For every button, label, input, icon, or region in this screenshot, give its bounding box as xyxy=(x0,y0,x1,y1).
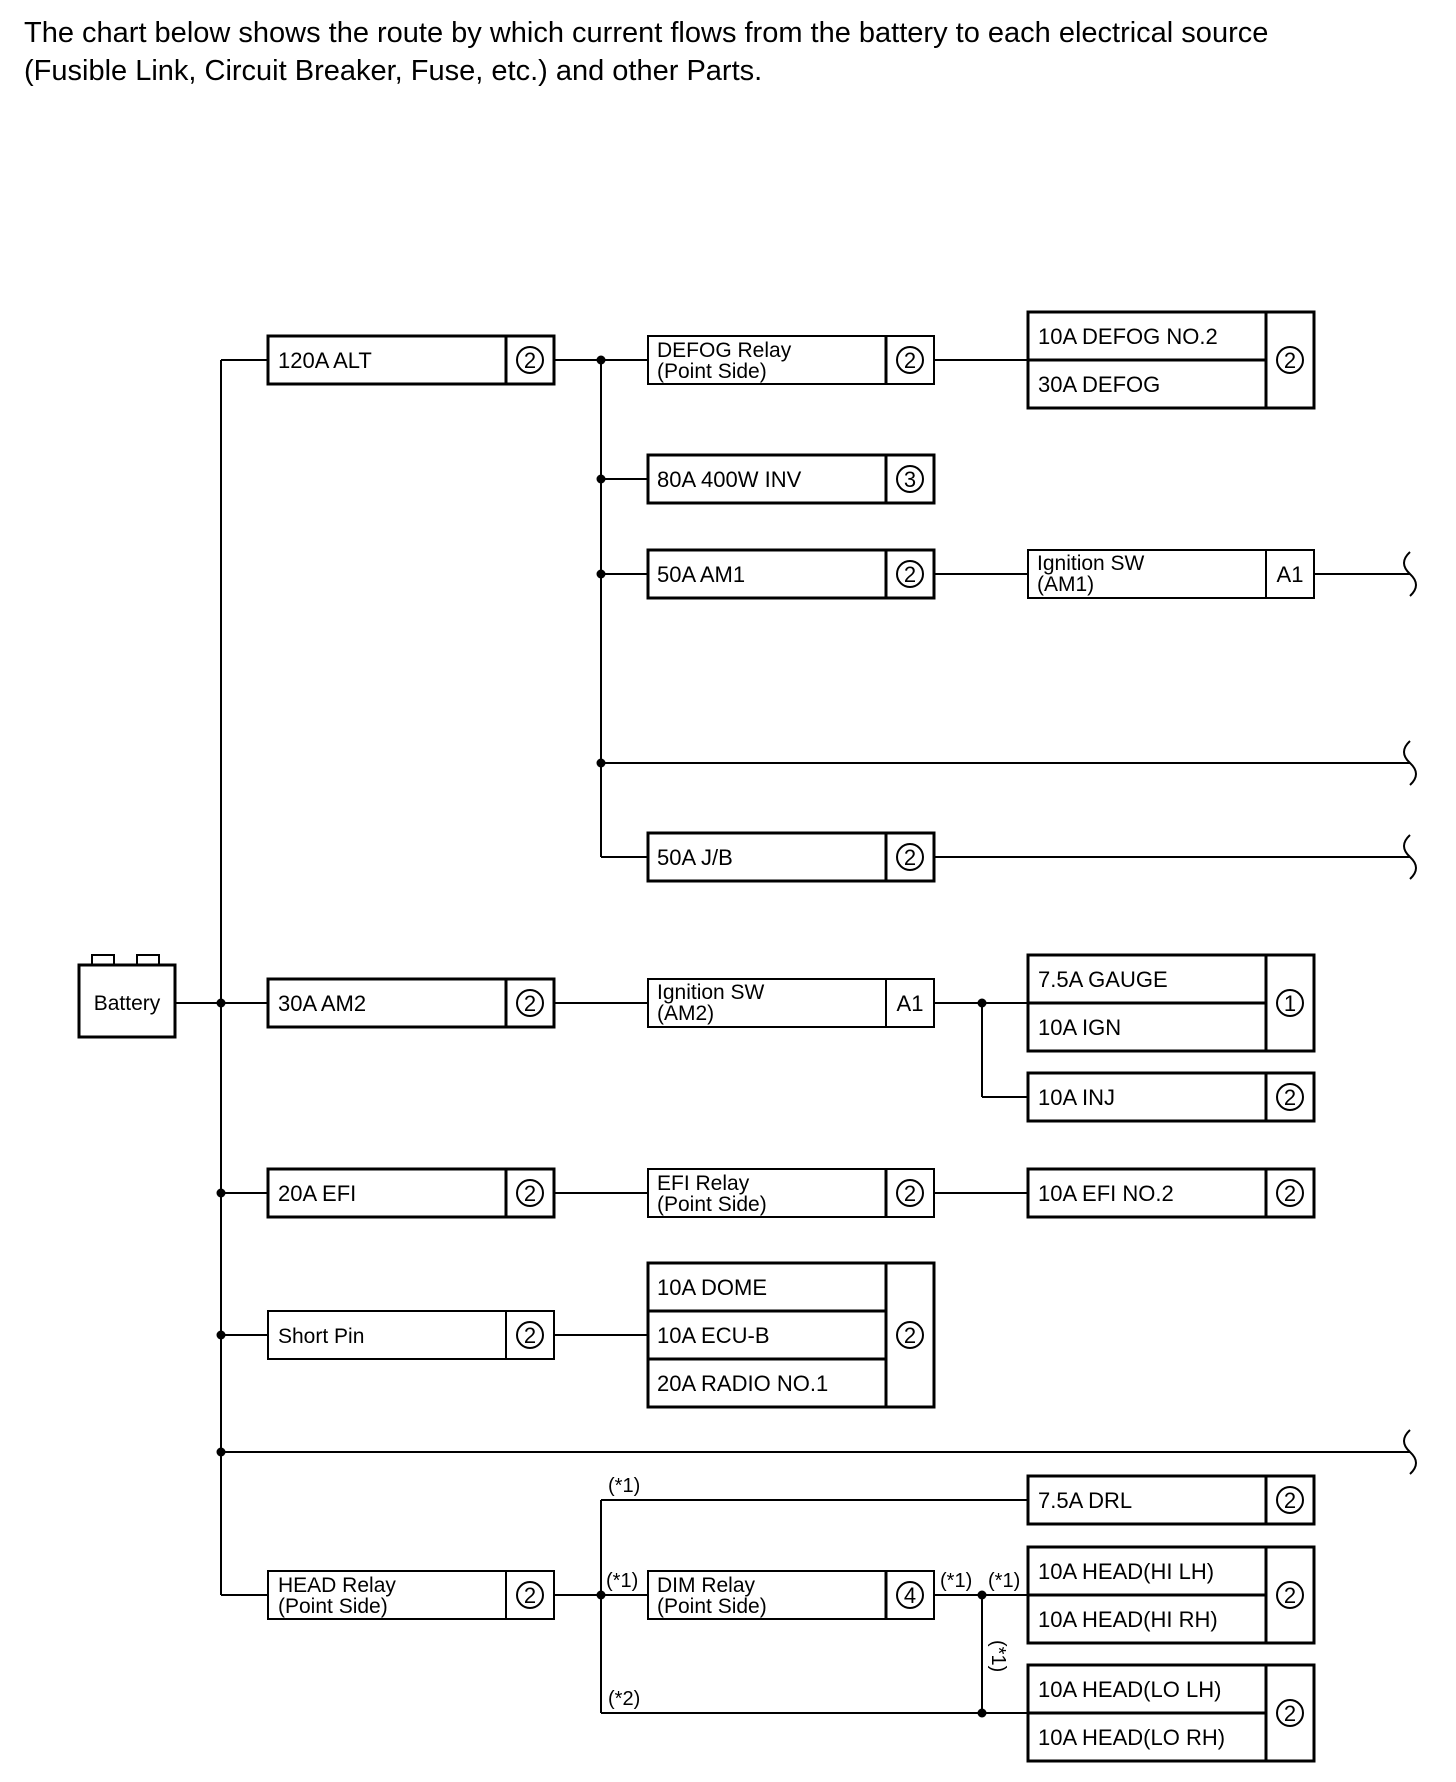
circled-number: 2 xyxy=(1284,1701,1296,1726)
fuse-120a-alt: 120A ALT 2 xyxy=(266,334,556,386)
svg-text:20A RADIO NO.1: 20A RADIO NO.1 xyxy=(657,1371,828,1396)
short-pin-fuse-group: 10A DOME 10A ECU-B 20A RADIO NO.1 2 xyxy=(646,1261,936,1409)
defog-fuse-group: 10A DEFOG NO.2 30A DEFOG 2 xyxy=(1026,310,1316,410)
circled-number: 2 xyxy=(904,1323,916,1348)
intro-line-2: (Fusible Link, Circuit Breaker, Fuse, et… xyxy=(24,55,763,87)
circled-number: 2 xyxy=(524,991,536,1016)
intro-text: The chart below shows the route by which… xyxy=(24,14,1424,90)
svg-text:(AM2): (AM2) xyxy=(657,1002,714,1025)
svg-text:50A AM1: 50A AM1 xyxy=(657,562,745,587)
note-after-dim: (*1) xyxy=(940,1570,972,1592)
dim-relay: DIM Relay (Point Side) 4 xyxy=(647,1570,935,1620)
ignition-sw-am2: Ignition SW (AM2) A1 xyxy=(647,978,935,1028)
fuse-7-5a-drl: 7.5A DRL 2 xyxy=(1026,1474,1316,1526)
head-lo-fuse-group: 10A HEAD(LO LH) 10A HEAD(LO RH) 2 xyxy=(1026,1663,1316,1763)
svg-text:A1: A1 xyxy=(897,991,924,1016)
continuation-marks xyxy=(1403,551,1417,1475)
fuse-30a-am2: 30A AM2 2 xyxy=(266,977,556,1029)
svg-text:(Point Side): (Point Side) xyxy=(657,1595,767,1618)
fuse-50a-am1: 50A AM1 2 xyxy=(646,548,936,600)
circled-number: 2 xyxy=(1284,1488,1296,1513)
break-mark-jb xyxy=(1403,834,1417,880)
svg-text:Ignition SW: Ignition SW xyxy=(1037,552,1145,575)
gauge-ign-fuse-group: 7.5A GAUGE 10A IGN 1 xyxy=(1026,953,1316,1053)
circled-number: 2 xyxy=(904,1181,916,1206)
circled-number: 2 xyxy=(1284,1181,1296,1206)
break-mark-alt-bus xyxy=(1403,740,1417,786)
svg-text:30A DEFOG: 30A DEFOG xyxy=(1038,372,1160,397)
svg-text:20A EFI: 20A EFI xyxy=(278,1181,356,1206)
head-relay: HEAD Relay (Point Side) 2 xyxy=(267,1570,555,1620)
circled-number: 2 xyxy=(904,348,916,373)
circled-number: 2 xyxy=(1284,1583,1296,1608)
circled-number: 2 xyxy=(904,845,916,870)
svg-text:HEAD Relay: HEAD Relay xyxy=(278,1574,396,1597)
svg-text:10A EFI NO.2: 10A EFI NO.2 xyxy=(1038,1181,1174,1206)
fuse-20a-efi: 20A EFI 2 xyxy=(266,1167,556,1219)
circled-number: 2 xyxy=(524,1583,536,1608)
svg-text:(Point Side): (Point Side) xyxy=(657,1193,767,1216)
circled-number: 2 xyxy=(524,1181,536,1206)
svg-text:(Point Side): (Point Side) xyxy=(657,360,767,383)
svg-text:120A ALT: 120A ALT xyxy=(278,348,372,373)
head-hi-fuse-group: 10A HEAD(HI LH) 10A HEAD(HI RH) 2 xyxy=(1026,1545,1316,1645)
svg-text:Short Pin: Short Pin xyxy=(278,1325,364,1348)
circled-number: 2 xyxy=(904,562,916,587)
svg-text:10A IGN: 10A IGN xyxy=(1038,1015,1121,1040)
short-pin: Short Pin 2 xyxy=(267,1310,555,1360)
fuse-10a-inj: 10A INJ 2 xyxy=(1026,1071,1316,1123)
svg-text:DIM Relay: DIM Relay xyxy=(657,1574,756,1597)
battery-label: Battery xyxy=(94,992,161,1015)
svg-text:10A DEFOG NO.2: 10A DEFOG NO.2 xyxy=(1038,324,1218,349)
svg-text:10A INJ: 10A INJ xyxy=(1038,1085,1115,1110)
svg-text:10A HEAD(HI LH): 10A HEAD(HI LH) xyxy=(1038,1559,1214,1584)
break-mark-am1 xyxy=(1403,551,1417,597)
svg-text:50A J/B: 50A J/B xyxy=(657,845,733,870)
svg-text:7.5A GAUGE: 7.5A GAUGE xyxy=(1038,967,1168,992)
note-low: (*2) xyxy=(608,1688,640,1710)
svg-text:EFI Relay: EFI Relay xyxy=(657,1172,750,1195)
svg-text:DEFOG Relay: DEFOG Relay xyxy=(657,339,792,362)
svg-text:80A 400W INV: 80A 400W INV xyxy=(657,467,802,492)
svg-text:10A ECU-B: 10A ECU-B xyxy=(657,1323,770,1348)
circled-number: 4 xyxy=(904,1583,916,1608)
note-before-hi: (*1) xyxy=(988,1570,1020,1592)
fuse-10a-efi-no2: 10A EFI NO.2 2 xyxy=(1026,1167,1316,1219)
junction-dots xyxy=(216,355,987,1718)
svg-text:10A HEAD(LO RH): 10A HEAD(LO RH) xyxy=(1038,1725,1225,1750)
circled-number: 2 xyxy=(1284,348,1296,373)
circled-number: 2 xyxy=(524,1323,536,1348)
note-vertical: (*1) xyxy=(987,1640,1009,1672)
circled-number: 2 xyxy=(524,348,536,373)
defog-relay: DEFOG Relay (Point Side) 2 xyxy=(647,335,935,385)
fuse-80a-400w-inv: 80A 400W INV 3 xyxy=(646,453,936,505)
svg-text:Ignition SW: Ignition SW xyxy=(657,981,765,1004)
svg-text:(AM1): (AM1) xyxy=(1037,573,1094,596)
ignition-sw-am1: Ignition SW (AM1) A1 xyxy=(1027,549,1315,599)
note-top: (*1) xyxy=(608,1475,640,1497)
svg-text:7.5A DRL: 7.5A DRL xyxy=(1038,1488,1132,1513)
note-mid: (*1) xyxy=(606,1570,638,1592)
wires xyxy=(176,359,1410,1714)
break-mark-main-bus xyxy=(1403,1429,1417,1475)
intro-line-1: The chart below shows the route by which… xyxy=(24,17,1269,49)
efi-relay: EFI Relay (Point Side) 2 xyxy=(647,1168,935,1218)
svg-text:10A HEAD(LO LH): 10A HEAD(LO LH) xyxy=(1038,1677,1221,1702)
route-notes: (*1) (*1) (*2) (*1) (*1) (*1) xyxy=(606,1475,1020,1710)
fuse-50a-jb: 50A J/B 2 xyxy=(646,831,936,883)
svg-text:10A DOME: 10A DOME xyxy=(657,1275,767,1300)
circled-number: 2 xyxy=(1284,1085,1296,1110)
circled-number: 1 xyxy=(1284,991,1296,1016)
svg-text:30A AM2: 30A AM2 xyxy=(278,991,366,1016)
battery: Battery xyxy=(77,954,177,1039)
circled-number: 3 xyxy=(904,467,916,492)
svg-text:10A HEAD(HI RH): 10A HEAD(HI RH) xyxy=(1038,1607,1218,1632)
svg-text:A1: A1 xyxy=(1277,562,1304,587)
svg-text:(Point Side): (Point Side) xyxy=(278,1595,388,1618)
